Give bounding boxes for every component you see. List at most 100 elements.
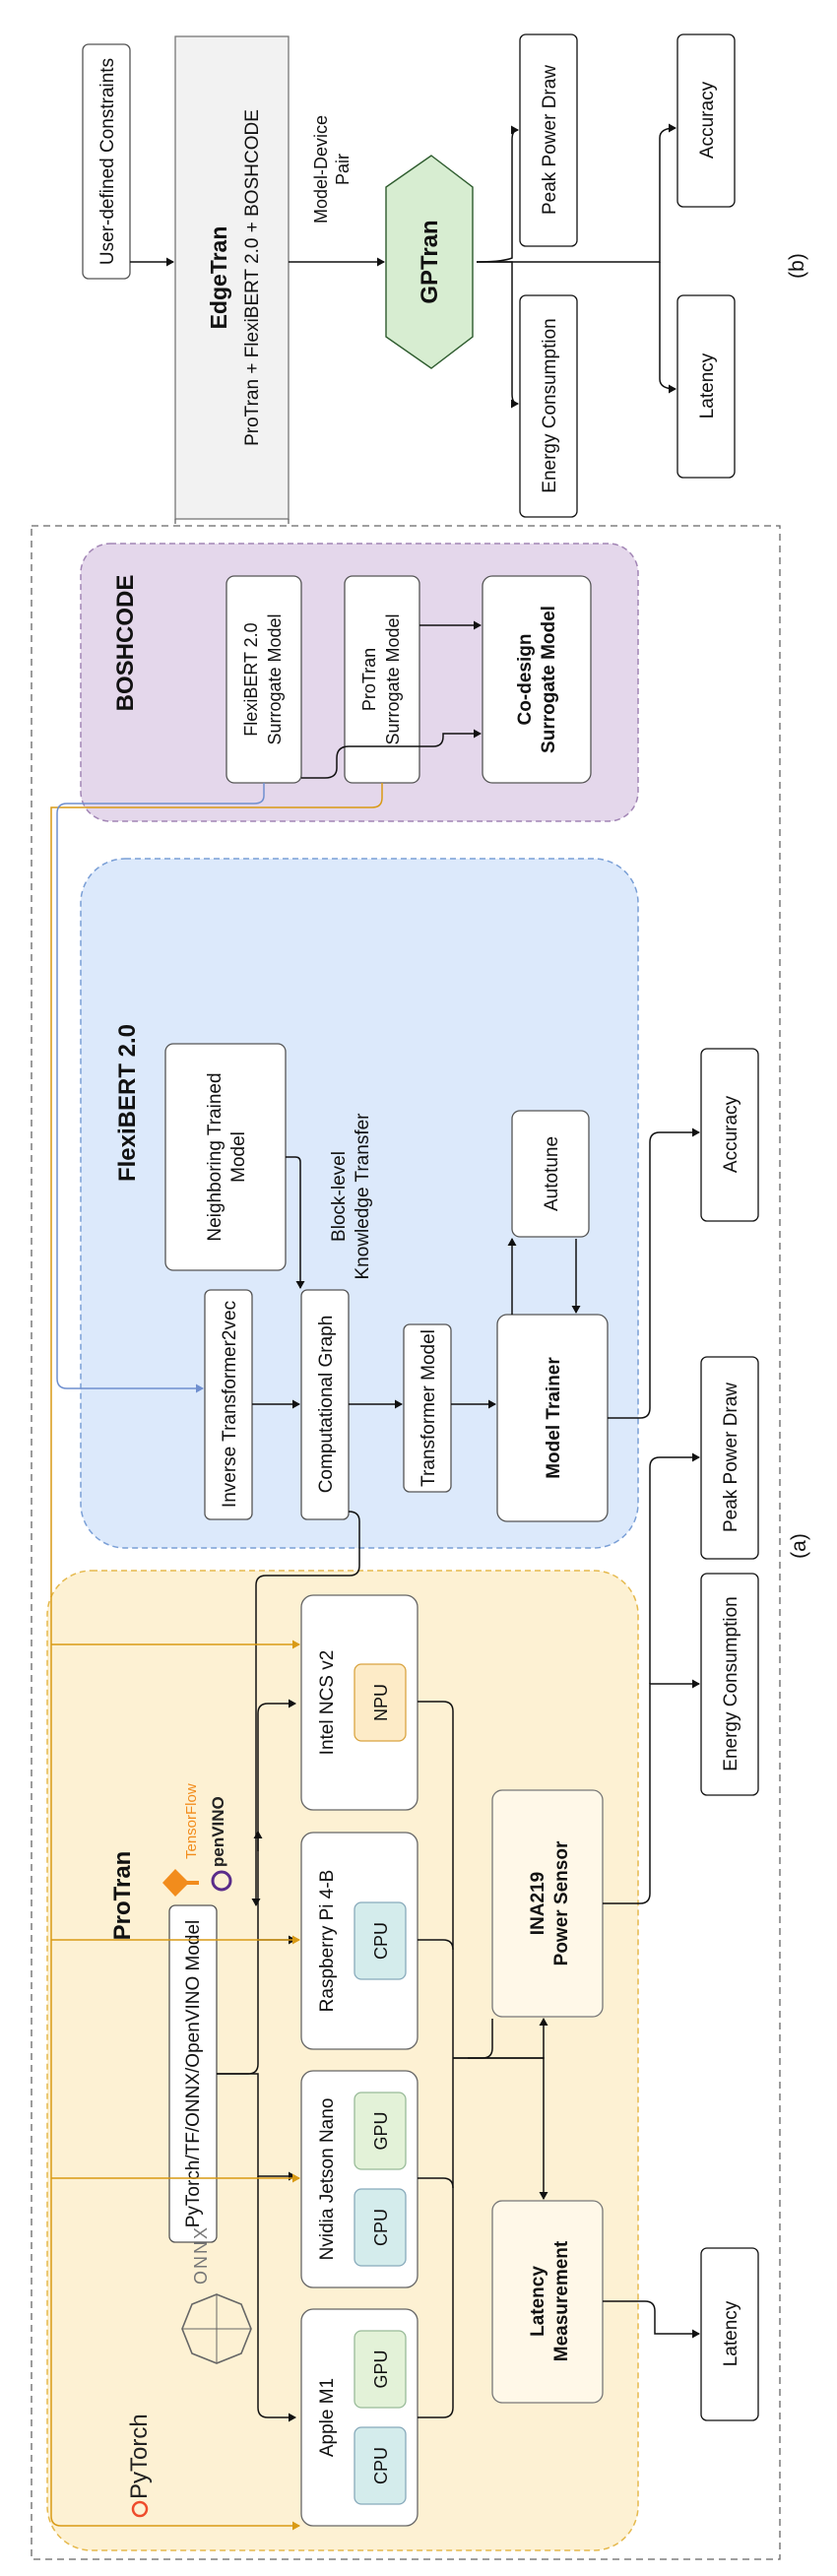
neighboring-model-box: Neighboring Trained Model xyxy=(164,1043,287,1271)
output-latency-b: Latency xyxy=(676,294,736,479)
protran-title: ProTran xyxy=(109,1851,136,1941)
svg-text:Computational Graph: Computational Graph xyxy=(316,1316,337,1494)
svg-text:CPU: CPU xyxy=(371,2447,391,2484)
svg-text:Measurement: Measurement xyxy=(551,2240,572,2361)
codesign-surrogate-box: Co-design Surrogate Model xyxy=(482,575,592,784)
pair-label-2: Pair xyxy=(333,154,353,185)
knowledge-transfer-label-2: Knowledge Transfer xyxy=(353,1113,373,1280)
panel-a-frame xyxy=(31,525,781,2560)
apple-cpu xyxy=(354,2426,407,2505)
svg-text:Surrogate Model: Surrogate Model xyxy=(383,613,403,744)
boshcode-title: BOSHCODE xyxy=(112,575,139,712)
svg-text:Latency: Latency xyxy=(528,2266,548,2337)
panel-b-label: (b) xyxy=(786,253,808,279)
svg-text:Intel NCS v2: Intel NCS v2 xyxy=(317,1650,338,1756)
svg-text:Autotune: Autotune xyxy=(542,1136,562,1211)
pytorch-logo: PyTorch xyxy=(126,2414,153,2499)
flexibert-surrogate-box: FlexiBERT 2.0 Surrogate Model xyxy=(225,575,302,784)
onnx-logo-icon xyxy=(181,2293,252,2364)
edgetran-frame-link xyxy=(174,519,290,526)
tensorflow-logo-icon xyxy=(162,1869,199,1897)
blue-link xyxy=(56,783,265,1393)
tensorflow-logo: TensorFlow xyxy=(183,1783,200,1859)
flexibert-title: FlexiBERT 2.0 xyxy=(114,1024,141,1182)
device-raspberry-pi: Raspberry Pi 4-B CPU xyxy=(300,1832,418,2050)
svg-text:Energy Consumption: Energy Consumption xyxy=(540,318,560,492)
model-trainer-box: Model Trainer xyxy=(496,1314,609,1522)
surrogate-links xyxy=(50,783,383,2531)
computational-graph-box: Computational Graph xyxy=(300,1289,350,1520)
svg-text:Energy Consumption: Energy Consumption xyxy=(721,1596,741,1771)
output-energy-b: Energy Consumption xyxy=(519,294,578,518)
knowledge-transfer-label: Block-level xyxy=(329,1151,350,1242)
svg-text:User-defined Constraints: User-defined Constraints xyxy=(97,58,118,265)
ncs-npu xyxy=(354,1663,407,1742)
constraints-box: User-defined Constraints xyxy=(82,43,131,280)
svg-text:Nvidia Jetson Nano: Nvidia Jetson Nano xyxy=(317,2098,338,2261)
svg-text:Inverse Transformer2vec: Inverse Transformer2vec xyxy=(220,1301,240,1508)
svg-text:ProTran: ProTran xyxy=(359,648,379,711)
svg-text:GPTran: GPTran xyxy=(417,220,443,303)
svg-text:Model: Model xyxy=(228,1131,249,1183)
svg-text:GPU: GPU xyxy=(371,2111,391,2150)
inverse-transformer2vec-box: Inverse Transformer2vec xyxy=(204,1289,253,1520)
output-accuracy-b: Accuracy xyxy=(676,33,736,208)
output-latency-a: Latency xyxy=(700,2247,759,2421)
svg-text:Accuracy: Accuracy xyxy=(697,81,718,159)
jetson-gpu xyxy=(354,2092,407,2170)
connectors-boshcode xyxy=(301,620,482,779)
openvino-logo: penVINO xyxy=(209,1796,227,1867)
svg-text:EdgeTran: EdgeTran xyxy=(206,226,231,330)
connectors-b xyxy=(130,123,676,409)
output-energy-a: Energy Consumption xyxy=(700,1573,759,1796)
svg-text:Apple M1: Apple M1 xyxy=(317,2378,338,2457)
svg-text:FlexiBERT 2.0: FlexiBERT 2.0 xyxy=(241,622,261,736)
edgetran-box: EdgeTran ProTran + FlexiBERT 2.0 + BOSHC… xyxy=(174,35,290,520)
svg-text:Transformer Model: Transformer Model xyxy=(418,1329,439,1487)
protran-region xyxy=(46,1570,639,2551)
transformer-model-box: Transformer Model xyxy=(403,1323,452,1493)
rpi-cpu xyxy=(354,1901,407,1980)
svg-text:CPU: CPU xyxy=(371,1922,391,1960)
connectors-flexibert xyxy=(251,1127,700,1906)
svg-text:PyTorch/TF/ONNX/OpenVINO Model: PyTorch/TF/ONNX/OpenVINO Model xyxy=(183,1920,204,2228)
svg-text:Model Trainer: Model Trainer xyxy=(544,1357,564,1479)
latency-measurement-box: Latency Measurement xyxy=(491,2200,604,2404)
svg-text:Power Sensor: Power Sensor xyxy=(551,1840,572,1965)
svg-text:Peak Power Draw: Peak Power Draw xyxy=(540,65,560,215)
protran-model-box: PyTorch/TF/ONNX/OpenVINO Model xyxy=(168,1904,218,2243)
output-peak-power-a: Peak Power Draw xyxy=(700,1356,759,1560)
device-intel-ncs: Intel NCS v2 NPU xyxy=(300,1594,418,1811)
svg-text:Surrogate Model: Surrogate Model xyxy=(265,613,285,744)
power-sensor-box: INA219 Power Sensor xyxy=(491,1789,604,2018)
svg-text:Peak Power Draw: Peak Power Draw xyxy=(721,1383,741,1532)
svg-text:GPU: GPU xyxy=(371,2350,391,2388)
gptran-hexagon: GPTran xyxy=(385,155,474,369)
svg-text:Latency: Latency xyxy=(721,2300,741,2366)
onnx-logo: ONNX xyxy=(191,2224,211,2285)
apple-gpu xyxy=(354,2330,407,2409)
svg-text:Accuracy: Accuracy xyxy=(721,1095,741,1173)
orange-link xyxy=(50,783,383,2531)
svg-text:Neighboring Trained: Neighboring Trained xyxy=(205,1072,225,1241)
svg-text:CPU: CPU xyxy=(371,2209,391,2246)
connectors-protran xyxy=(217,1452,700,2422)
device-jetson-nano: Nvidia Jetson Nano CPU GPU xyxy=(300,2070,418,2288)
panel-a-label: (a) xyxy=(788,1533,810,1559)
svg-text:INA219: INA219 xyxy=(528,1872,548,1935)
pair-label: Model-Device xyxy=(311,115,331,224)
output-accuracy-a: Accuracy xyxy=(700,1048,759,1222)
autotune-box: Autotune xyxy=(511,1110,590,1238)
protran-surrogate-box: ProTran Surrogate Model xyxy=(344,575,420,784)
openvino-logo-icon xyxy=(211,1870,232,1892)
svg-text:Surrogate Model: Surrogate Model xyxy=(539,606,559,753)
svg-text:Raspberry Pi 4-B: Raspberry Pi 4-B xyxy=(317,1870,338,2013)
svg-text:Co-design: Co-design xyxy=(515,634,536,726)
svg-text:ProTran + FlexiBERT 2.0 + BOSH: ProTran + FlexiBERT 2.0 + BOSHCODE xyxy=(242,109,263,446)
jetson-cpu xyxy=(354,2188,407,2267)
output-peak-power-b: Peak Power Draw xyxy=(519,33,578,247)
pytorch-logo-icon xyxy=(131,2500,149,2518)
device-apple-m1: Apple M1 CPU GPU xyxy=(300,2308,418,2527)
